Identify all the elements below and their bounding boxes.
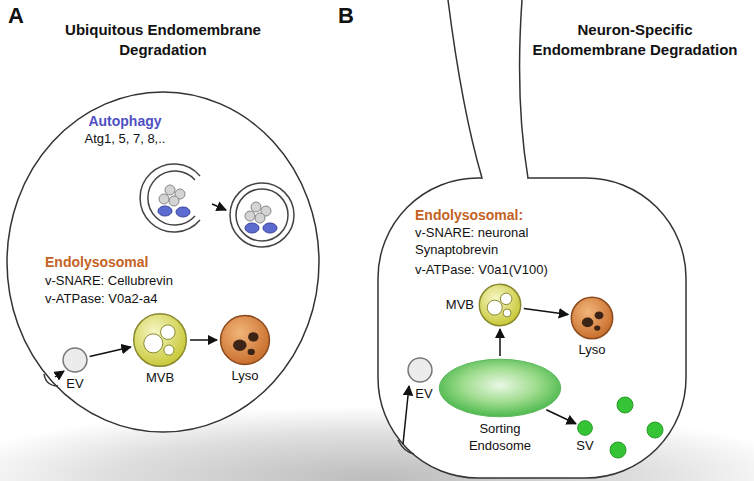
endocytosis-arrow — [403, 386, 409, 444]
ev-shape — [407, 357, 433, 383]
cell: Ubiquitous Endomembrane DegradationAutop… — [7, 92, 319, 432]
pathway-arrow — [524, 308, 568, 314]
panel-heading: Neuron-Specific Endomembrane Degradation — [524, 20, 746, 61]
synaptic-vesicle: SV — [577, 420, 593, 436]
section-title: Autophagy — [65, 112, 185, 130]
vesicle: EV — [62, 347, 88, 373]
mvb: MVB — [132, 312, 188, 368]
autophagosome — [230, 183, 294, 247]
panel-letter: B — [338, 2, 354, 31]
panel-letter: A — [8, 2, 24, 31]
lyso-shape — [219, 314, 271, 366]
protein-label: v-ATPase: V0a1(V100) — [415, 262, 615, 279]
mvb-shape — [132, 312, 188, 368]
synaptic-vesicles — [610, 397, 663, 458]
organelle-label: Sorting Endosome — [455, 421, 545, 455]
endocytosis-arrow — [55, 371, 64, 377]
phagophore — [140, 164, 200, 232]
section-title: Endolysosomal — [45, 253, 245, 271]
organelle-label: MVB — [436, 297, 474, 314]
gene-list: Atg1, 5, 7, 8,.. — [45, 131, 205, 148]
membrane-pit — [398, 440, 414, 454]
sorting-endosome: Sorting Endosome — [438, 358, 562, 418]
organelle-label: Lyso — [562, 342, 622, 359]
neuron: Neuron-Specific Endomembrane Degradation… — [378, 178, 686, 478]
organelle-label: SV — [565, 438, 605, 455]
organelle-label: Lyso — [215, 368, 275, 385]
protein-label: v-SNARE: neuronal Synaptobrevin — [415, 225, 565, 259]
pathway-arrow — [90, 347, 131, 357]
panel-heading: Ubiquitous Endomembrane Degradation — [52, 20, 274, 61]
cell-outline — [7, 92, 319, 432]
autophagy-arrow — [212, 204, 226, 210]
lysosome: Lyso — [570, 296, 614, 340]
lyso-shape — [570, 296, 614, 340]
pathway-arrow — [190, 339, 217, 341]
neuron-outline — [378, 0, 686, 478]
pathway-arrow — [499, 329, 501, 356]
organelle-label: EV — [55, 376, 95, 393]
protein-label: v-SNARE: Cellubrevin — [45, 273, 265, 290]
vesicle: EV — [407, 357, 433, 383]
lysosome: Lyso — [219, 314, 271, 366]
se-shape — [438, 358, 562, 418]
organelle-label: MVB — [130, 370, 190, 387]
mvb-shape — [478, 283, 522, 327]
section-title: Endolysosomal: — [415, 206, 615, 224]
protein-label: v-ATPase: V0a2-a4 — [45, 291, 265, 308]
pathway-arrow — [546, 410, 576, 424]
mvb: MVB — [478, 283, 522, 327]
sv-shape — [577, 420, 593, 436]
ev-shape — [62, 347, 88, 373]
organelle-label: EV — [404, 386, 444, 403]
